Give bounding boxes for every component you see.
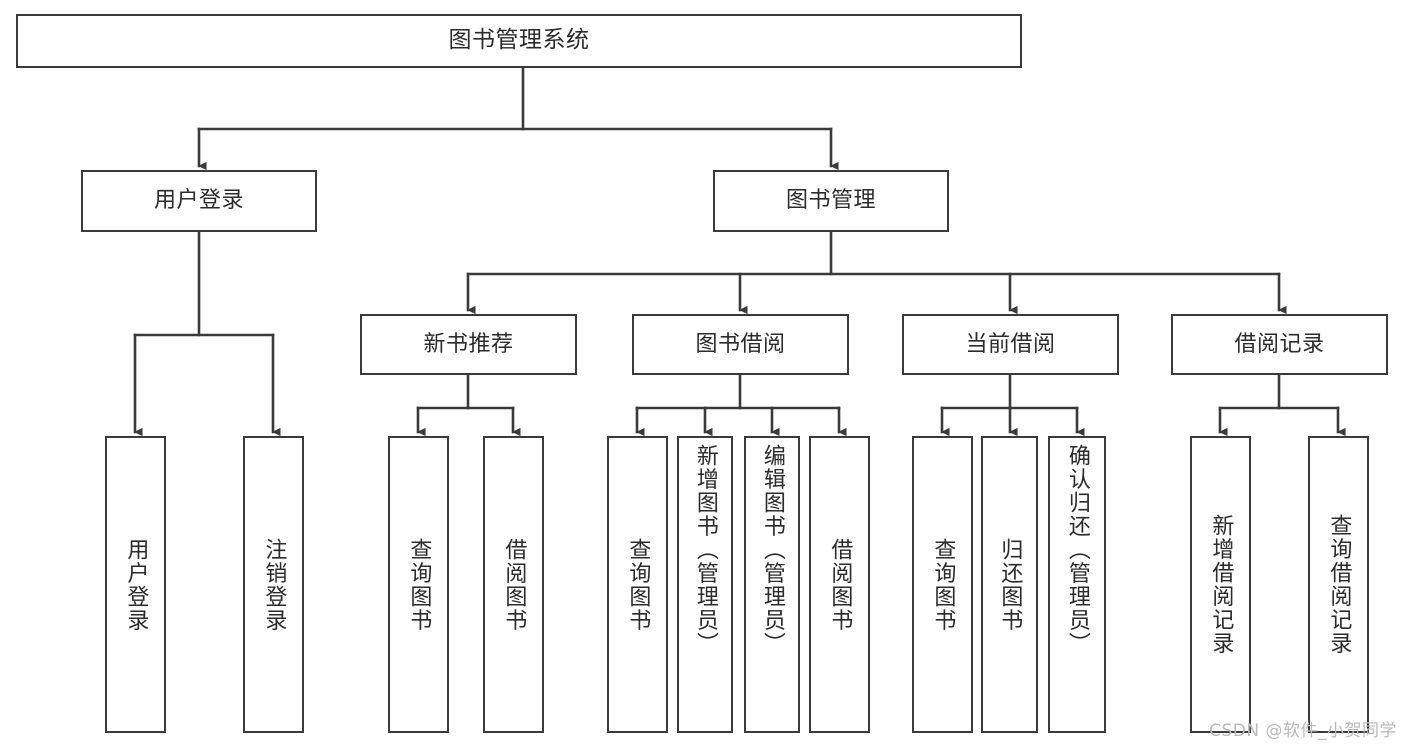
node-label: 确认归还（管理员）: [1064, 444, 1090, 656]
leaf-user-login[interactable]: 用户登录: [105, 436, 166, 733]
node-label: 归还图书: [997, 537, 1023, 632]
node-label: 编辑图书（管理员）: [759, 444, 785, 656]
node-label: 新书推荐: [423, 331, 514, 357]
node-label: 查询图书: [625, 537, 651, 632]
node-label: 新增借阅记录: [1208, 514, 1234, 655]
node-label: 查询图书: [930, 537, 956, 632]
node-label: 用户登录: [153, 188, 244, 214]
leaf-logout[interactable]: 注销登录: [243, 436, 304, 733]
node-book-borrow[interactable]: 图书借阅: [632, 314, 849, 375]
node-user-login[interactable]: 用户登录: [81, 170, 317, 232]
leaf-query-book-current[interactable]: 查询图书: [912, 436, 973, 733]
leaf-borrow-book[interactable]: 借阅图书: [809, 436, 870, 733]
node-root-book-management-system[interactable]: 图书管理系统: [16, 14, 1022, 68]
leaf-confirm-return-admin[interactable]: 确认归还（管理员）: [1048, 436, 1106, 733]
node-label: 注销登录: [261, 537, 287, 632]
leaf-add-book-admin[interactable]: 新增图书（管理员）: [677, 436, 733, 733]
leaf-add-borrow-record[interactable]: 新增借阅记录: [1190, 436, 1251, 733]
node-label: 借阅图书: [501, 537, 527, 632]
leaf-edit-book-admin[interactable]: 编辑图书（管理员）: [744, 436, 800, 733]
node-label: 用户登录: [123, 537, 149, 632]
csdn-watermark: CSDN @软件_小贺同学: [1209, 721, 1397, 741]
leaf-query-book-borrow[interactable]: 查询图书: [607, 436, 668, 733]
leaf-query-borrow-record[interactable]: 查询借阅记录: [1308, 436, 1369, 733]
leaf-return-book[interactable]: 归还图书: [981, 436, 1038, 733]
node-label: 图书管理系统: [448, 27, 590, 54]
leaf-query-book-recommend[interactable]: 查询图书: [388, 436, 449, 733]
node-label: 图书管理: [785, 188, 876, 214]
node-label: 借阅图书: [827, 537, 853, 632]
leaf-borrow-book-recommend[interactable]: 借阅图书: [483, 436, 544, 733]
node-label: 图书借阅: [695, 331, 786, 357]
node-label: 查询图书: [406, 537, 432, 632]
node-new-book-recommend[interactable]: 新书推荐: [360, 314, 577, 375]
node-label: 查询借阅记录: [1326, 514, 1352, 655]
node-current-borrow[interactable]: 当前借阅: [902, 314, 1119, 375]
node-borrow-record[interactable]: 借阅记录: [1171, 314, 1388, 375]
node-label: 新增图书（管理员）: [692, 444, 718, 656]
node-book-management[interactable]: 图书管理: [713, 170, 949, 232]
node-label: 借阅记录: [1234, 331, 1325, 357]
node-label: 当前借阅: [965, 331, 1056, 357]
